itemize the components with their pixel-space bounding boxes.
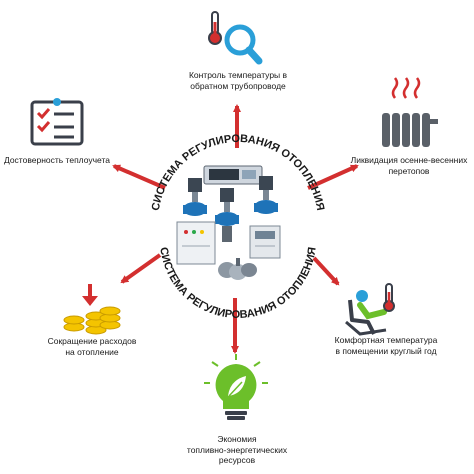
- leaf-lightbulb-icon: [204, 354, 268, 420]
- checklist-clipboard-icon: [30, 98, 84, 146]
- overheat-label: Ликвидация осенне-весенних перетопов: [344, 155, 474, 176]
- label-line: топливно-энергетических: [186, 444, 288, 455]
- label-line: в помещении круглый год: [335, 345, 437, 356]
- label-line: на отопление: [65, 346, 119, 357]
- control-cabinet-icon: [176, 221, 216, 265]
- label-line: ресурсов: [218, 455, 256, 465]
- heat-meter-label: Достоверность теплоучета: [0, 155, 114, 166]
- valve-icon: [215, 188, 239, 242]
- arrows: [112, 104, 359, 354]
- label-line: обратном трубопроводе: [190, 80, 286, 91]
- label-line: Сокращение расходов: [47, 336, 137, 346]
- economy-label: Экономия топливно-энергетических ресурсо…: [168, 434, 306, 466]
- label-line: перетопов: [388, 165, 430, 176]
- arrow-to-cost: [120, 253, 162, 284]
- label-line: Ликвидация осенне-весенних: [350, 155, 468, 165]
- label-line: Экономия: [217, 434, 257, 444]
- arrow-to-heat-meter: [112, 164, 166, 190]
- label-line: Достоверность теплоучета: [3, 155, 111, 165]
- valve-icon: [183, 178, 207, 216]
- radiator-icon: [382, 77, 438, 147]
- valve-icon: [254, 176, 278, 214]
- cost-label: Сокращение расходов на отопление: [34, 336, 150, 357]
- label-line: Контроль температуры в: [188, 70, 288, 80]
- person-armchair-icon: [345, 283, 395, 336]
- label-line: Комфортная температура: [334, 335, 438, 345]
- heat-meter-icon: [249, 225, 281, 259]
- thermometer-magnifier-icon: [208, 11, 263, 65]
- return-temp-label: Контроль температуры в обратном трубопро…: [160, 70, 316, 91]
- arrow-to-comfort: [312, 256, 340, 286]
- sensor-icon: [218, 258, 257, 280]
- arrow-to-overheat: [307, 164, 359, 190]
- coin-stack-icon: [63, 284, 121, 335]
- comfort-label: Комфортная температура в помещении кругл…: [316, 335, 456, 356]
- equipment-illustration: [176, 165, 281, 280]
- controller-icon: [203, 165, 263, 185]
